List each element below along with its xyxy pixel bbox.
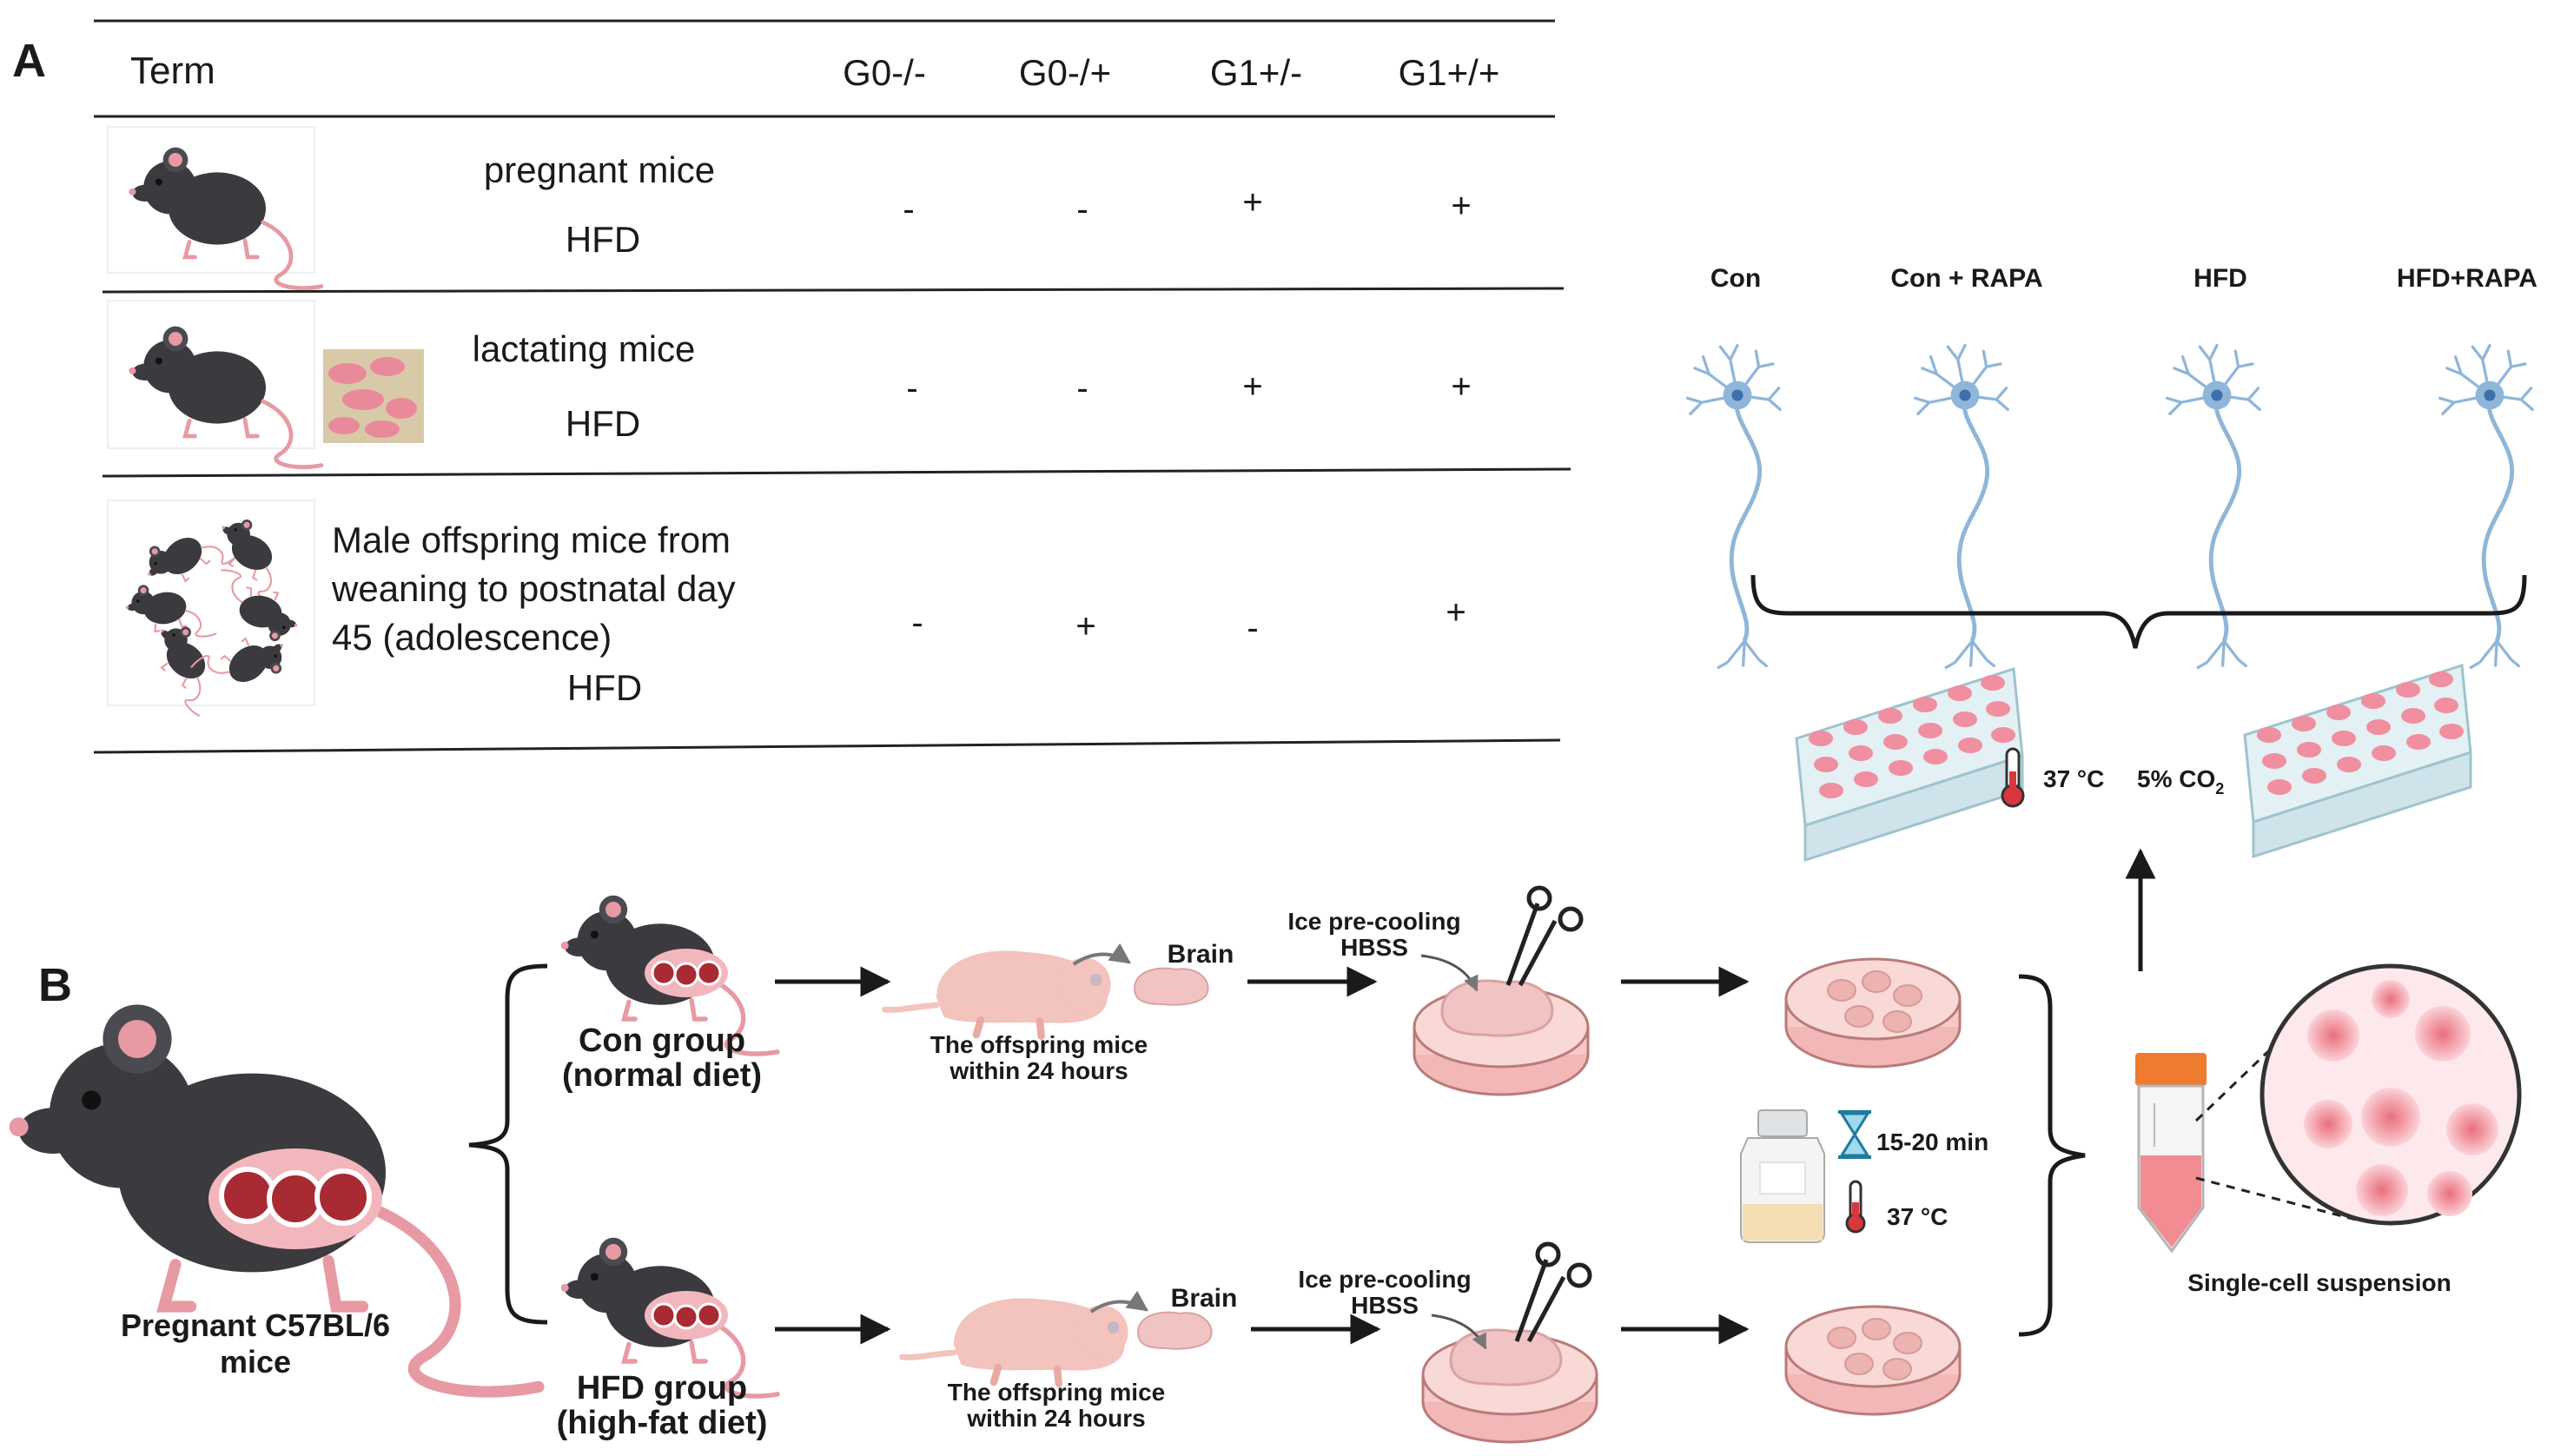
hfd-mouse-icon	[561, 1238, 777, 1396]
row-mark: +	[1451, 367, 1471, 406]
column-header-group: G0-/+	[1019, 52, 1111, 93]
hourglass-icon	[1838, 1110, 1871, 1159]
panel-a-table: Term G0-/- G0-/+ G1+/- G1+/+ pregnant mi…	[93, 19, 1571, 754]
culture-plate-icon	[1795, 667, 2024, 862]
incubation-co2: 5% CO2	[2137, 765, 2224, 797]
group-label: Con + RAPA	[1890, 264, 2042, 293]
hfd-row: HFD group (high-fat diet) Brain The offs…	[557, 1238, 1962, 1444]
row-term: pregnant mice	[484, 149, 715, 190]
offspring-label: The offspring mice	[930, 1031, 1148, 1058]
split-brace	[468, 963, 548, 1325]
offspring-label: within 24 hours	[949, 1057, 1128, 1084]
offspring-label: within 24 hours	[966, 1405, 1145, 1432]
litter-icon	[323, 349, 424, 443]
row-mark: +	[1446, 593, 1466, 632]
digestion-temperature: 37 °C	[1887, 1203, 1948, 1230]
cell-magnified-icon	[2260, 963, 2522, 1226]
dissection-dish-icon	[1421, 1314, 1598, 1444]
culture-groups: Con Con + RAPA HFD HFD+RAPA 37 °C 5% CO2	[1688, 264, 2537, 971]
brain-label: Brain	[1171, 1284, 1238, 1313]
arrow	[1089, 1290, 1148, 1314]
group-label: Con	[1710, 264, 1761, 293]
row-mark: -	[906, 369, 917, 407]
row-term-diet: HFD	[567, 667, 642, 708]
con-row: Con group (normal diet) Brain The offspr…	[561, 885, 1962, 1096]
row-mark: -	[903, 190, 914, 228]
neuron-icon	[2167, 346, 2260, 668]
single-cell-suspension-label: Single-cell suspension	[2187, 1269, 2451, 1296]
con-group-label: (normal diet)	[562, 1057, 762, 1094]
dissection-dish-icon	[1413, 954, 1590, 1096]
row-term-diet: HFD	[566, 219, 640, 260]
culture-plate-icon	[2243, 664, 2472, 858]
scissors-icon	[1505, 885, 1584, 987]
brain-icon	[1137, 1311, 1213, 1350]
row-mark: -	[911, 604, 923, 642]
row-mark: +	[1075, 607, 1095, 645]
reagent-bottle-icon	[1740, 1109, 1825, 1243]
table-row-rule	[102, 287, 1565, 294]
ice-hbss-label: HBSS	[1340, 934, 1408, 961]
column-header-group: G1+/+	[1399, 52, 1500, 93]
row-mark: -	[1076, 369, 1088, 407]
con-group-label: Con group	[579, 1023, 745, 1059]
column-header-group: G1+/-	[1210, 52, 1302, 93]
row-mark: -	[1247, 609, 1258, 647]
brain-label: Brain	[1168, 940, 1234, 969]
brain-icon	[1134, 967, 1209, 1006]
hfd-group-label: (high-fat diet)	[557, 1405, 768, 1441]
thermometer-icon	[2001, 747, 2025, 808]
hfd-group-label: HFD group	[577, 1370, 747, 1406]
ice-hbss-label: Ice pre-cooling	[1298, 1266, 1471, 1293]
ice-hbss-label: Ice pre-cooling	[1287, 908, 1460, 935]
neuron-icon	[1916, 346, 2008, 668]
table-row: Male offspring mice from weaning to post…	[107, 500, 1466, 718]
row-mark: +	[1451, 187, 1471, 225]
table-row-rule	[102, 467, 1571, 478]
zoom-line	[2194, 1032, 2288, 1122]
offspring-label: The offspring mice	[948, 1379, 1165, 1406]
row-term: 45 (adolescence)	[332, 617, 612, 658]
offspring-mice-icon	[107, 500, 315, 718]
lactating-mouse-icon	[107, 300, 321, 467]
pregnant-c57bl6-mouse-icon	[10, 1004, 539, 1392]
digestion-step: 15-20 min 37 °C	[1740, 1109, 1988, 1243]
row-term-diet: HFD	[566, 403, 640, 444]
thermometer-icon	[1845, 1180, 1866, 1234]
table-row: lactating mice HFD - - + +	[107, 300, 1472, 467]
row-term: lactating mice	[473, 328, 696, 369]
pregnant-mice-label: Pregnant C57BL/6	[121, 1307, 390, 1343]
neuron-icon	[2440, 346, 2533, 668]
incubation-temperature: 37 °C	[2043, 765, 2104, 792]
row-mark: +	[1242, 367, 1262, 406]
column-header-term: Term	[130, 50, 215, 92]
table-row: pregnant mice HFD - - + +	[107, 126, 1472, 288]
tissue-dish-icon	[1784, 1305, 1962, 1416]
centrifuge-tube-icon	[2135, 1053, 2207, 1254]
arrow	[1072, 943, 1131, 966]
scissors-icon	[1514, 1241, 1592, 1343]
neuron-icon	[1688, 346, 1781, 668]
row-mark: +	[1242, 183, 1262, 222]
con-mouse-icon	[561, 896, 777, 1054]
ice-hbss-label: HBSS	[1351, 1292, 1419, 1319]
pregnant-mice-label: mice	[220, 1344, 291, 1380]
tissue-dish-icon	[1784, 957, 1962, 1069]
pregnant-mouse-icon	[107, 126, 321, 288]
digestion-time: 15-20 min	[1876, 1128, 1988, 1155]
panel-b-letter: B	[38, 959, 72, 1011]
merge-brace	[2018, 974, 2086, 1337]
group-label: HFD+RAPA	[2397, 264, 2537, 293]
group-brace	[1750, 574, 2527, 649]
row-mark: -	[1076, 190, 1088, 228]
row-term: weaning to postnatal day	[331, 568, 736, 609]
table-bottom-rule	[93, 738, 1561, 754]
group-label: HFD	[2193, 264, 2247, 293]
panel-a-letter: A	[12, 35, 46, 87]
zoom-line	[2195, 1176, 2357, 1221]
row-term: Male offspring mice from	[332, 520, 731, 560]
column-header-group: G0-/-	[843, 52, 926, 93]
